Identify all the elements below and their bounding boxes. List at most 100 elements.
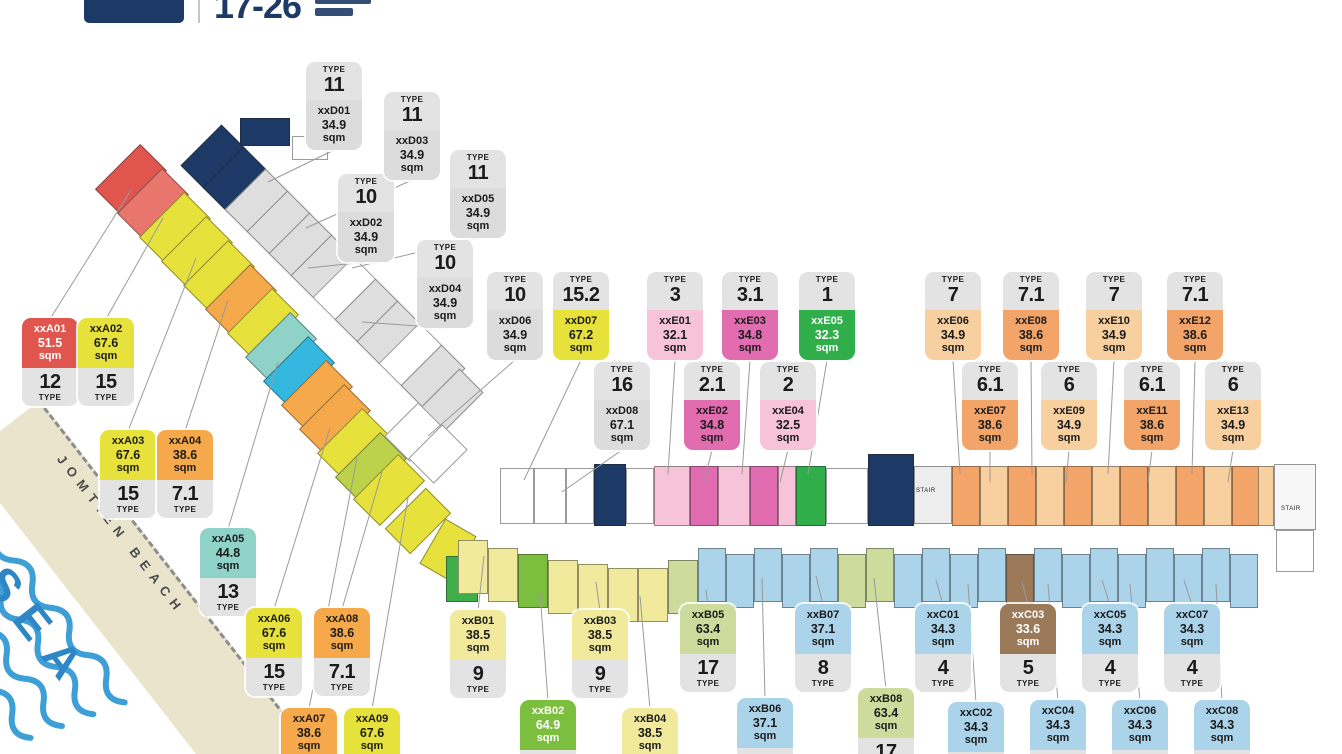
unit-area: 32.1 [662, 328, 688, 342]
unit-area-suffix: sqm [1221, 432, 1245, 444]
type-number: 1 [821, 284, 833, 306]
unit-area-suffix: sqm [216, 560, 240, 572]
type-word: TYPE [569, 275, 593, 284]
unit-area-suffix: sqm [941, 342, 965, 354]
unit-code: xxA03 [111, 435, 145, 447]
unit-area: 38.6 [1018, 328, 1044, 342]
unit-code: xxE02 [696, 405, 728, 417]
header-divider [198, 0, 200, 23]
type-number: 7 [1108, 284, 1120, 306]
unit-area: 34.3 [930, 622, 956, 636]
unit-code: xxE12 [1179, 315, 1211, 327]
plan-unit [826, 468, 868, 524]
unit-area: 34.3 [1045, 718, 1071, 732]
unit-code: xxD05 [461, 193, 495, 205]
unit-area-suffix: sqm [536, 732, 560, 744]
unit-area-suffix: sqm [262, 640, 286, 652]
unit-code: xxC04 [1041, 705, 1075, 717]
type-number: 17 [697, 657, 719, 679]
type-word: TYPE [815, 275, 839, 284]
plan-unit [1120, 466, 1148, 526]
type-word: TYPE [1140, 365, 1164, 374]
unit-code: xxB02 [531, 705, 565, 717]
type-number: 15 [117, 483, 139, 505]
type-word: TYPE [38, 393, 62, 402]
unit-area-suffix: sqm [610, 432, 634, 444]
plan-unit [1204, 466, 1232, 526]
type-word: TYPE [94, 393, 118, 402]
type-number: 9 [472, 663, 484, 685]
type-number: 3 [669, 284, 681, 306]
unit-area-suffix: sqm [1210, 732, 1234, 744]
unit-area: 38.6 [977, 418, 1003, 432]
type-number: 10 [434, 252, 456, 274]
unit-area: 34.9 [399, 148, 425, 162]
type-word: TYPE [116, 505, 140, 514]
type-word: TYPE [1016, 679, 1040, 688]
type-number: 7 [947, 284, 959, 306]
unit-area-suffix: sqm [663, 342, 687, 354]
floor-range: 17-26 [214, 0, 302, 26]
plan-unit [1118, 554, 1146, 608]
type-word: TYPE [330, 683, 354, 692]
